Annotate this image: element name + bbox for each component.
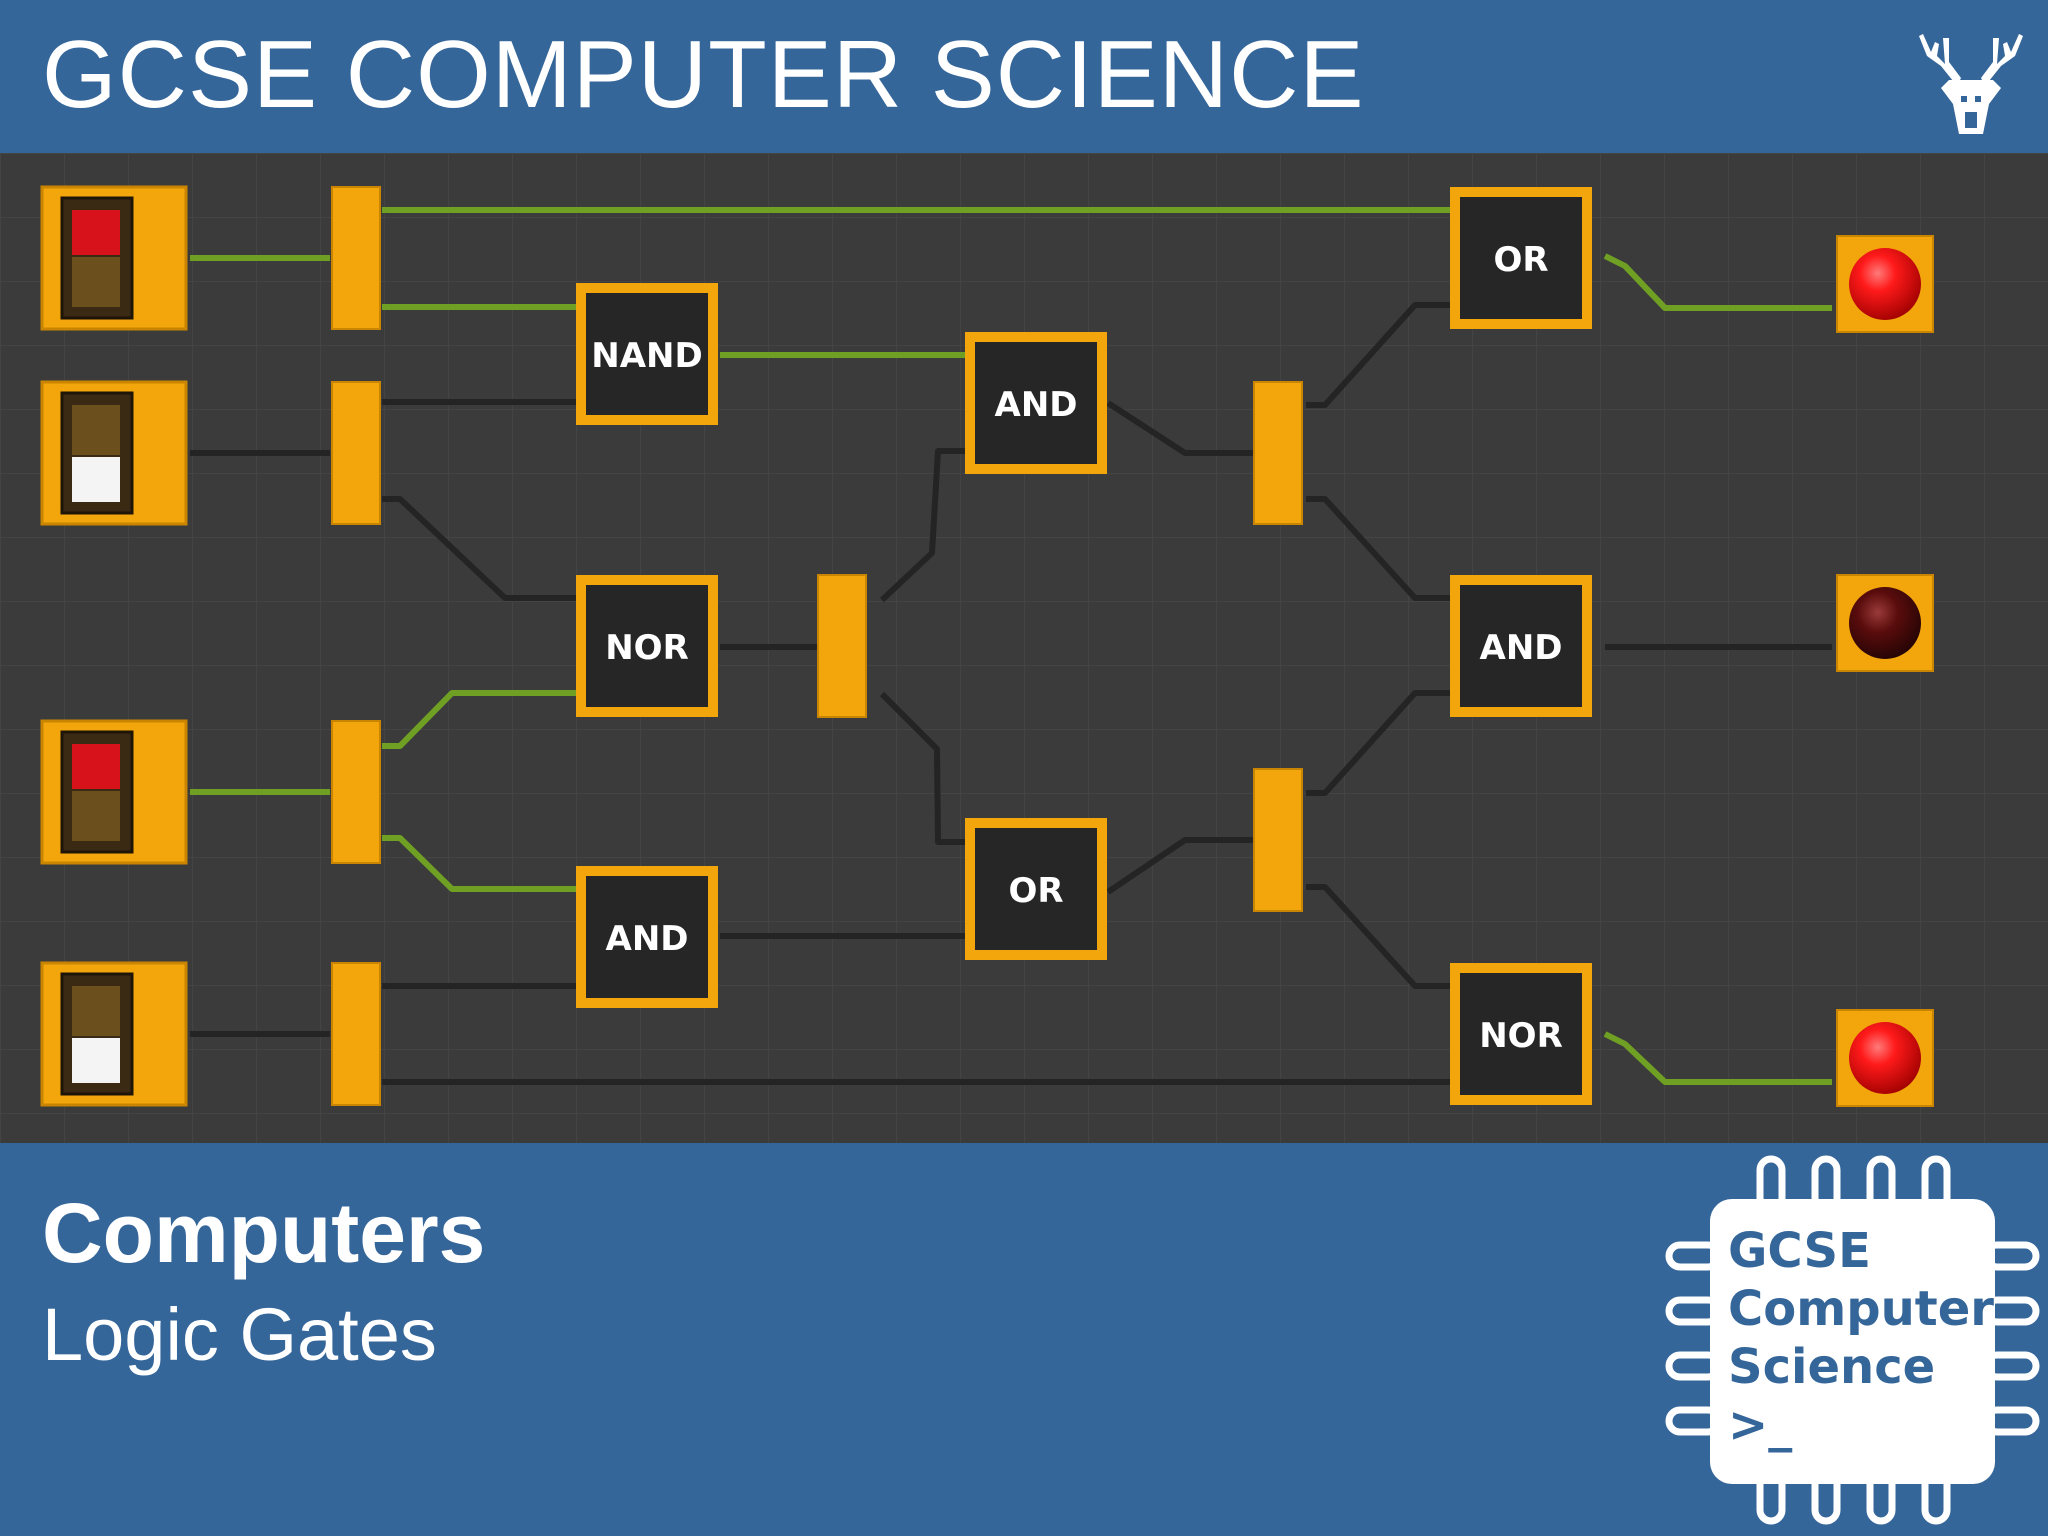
switch-off-indicator: [72, 457, 120, 502]
wire-splitter-and-right-low: [1306, 690, 1450, 796]
gate-nor-right[interactable]: NOR: [1450, 963, 1592, 1105]
wires: [190, 207, 1832, 1085]
wire-splitter-and-right: [1306, 496, 1450, 601]
wire-splitter-nor-right: [1306, 884, 1450, 989]
chip-logo: GCSE Computer Science >_: [1665, 1155, 2040, 1525]
gate-or-top[interactable]: OR: [1450, 187, 1592, 329]
splitter-2: [331, 381, 381, 525]
gate-and-low[interactable]: AND: [576, 866, 718, 1008]
switch-off-indicator: [72, 1038, 120, 1083]
splitter-3: [331, 720, 381, 864]
switch-on-indicator: [72, 744, 120, 789]
input-switch-2[interactable]: [40, 380, 188, 526]
topic-subtitle: Logic Gates: [42, 1293, 437, 1376]
footer-bar: Computers Logic Gates: [0, 1143, 2048, 1536]
logic-circuit-diagram: OR NAND AND NOR AND AND: [0, 153, 2048, 1143]
chip-line-1: GCSE: [1728, 1223, 1871, 1279]
gate-label: NAND: [591, 336, 702, 376]
input-switch-1[interactable]: [40, 185, 188, 331]
topic-title: Computers: [42, 1186, 486, 1280]
gate-label: OR: [1493, 240, 1548, 280]
splitter-7: [1253, 768, 1303, 912]
gate-label: NOR: [1479, 1016, 1563, 1056]
switch-on-indicator: [72, 210, 120, 255]
gate-label: AND: [606, 919, 689, 959]
wire-splitter-and-mid: [879, 448, 965, 603]
output-lamp-3: [1836, 1009, 1934, 1107]
gate-label: AND: [1480, 628, 1563, 668]
gate-nor-mid[interactable]: NOR: [576, 575, 718, 717]
chip-line-3: Science: [1728, 1339, 1935, 1395]
splitters: [331, 186, 1303, 1106]
wire-splitter-or-low: [879, 691, 965, 845]
wire-or-low-splitter: [1106, 837, 1254, 895]
splitter-1: [331, 186, 381, 330]
chip-line-2: Computer: [1728, 1281, 1994, 1337]
wire-splitter3-nor-mid: [382, 690, 576, 749]
splitter-6: [1253, 381, 1303, 525]
gate-and-right[interactable]: AND: [1450, 575, 1592, 717]
wire-or-top-lamp1: [1603, 253, 1832, 311]
output-lamp-1: [1836, 235, 1934, 333]
header-bar: GCSE COMPUTER SCIENCE: [0, 0, 2048, 153]
wire-and-mid-splitter: [1106, 400, 1254, 456]
wire-splitter-or-top: [1306, 302, 1450, 408]
wire-splitter2-nor-mid: [382, 496, 576, 601]
input-switch-3[interactable]: [40, 719, 188, 865]
gate-label: NOR: [605, 628, 689, 668]
splitter-5: [817, 574, 867, 718]
gate-label: AND: [995, 385, 1078, 425]
stag-head-icon: [1919, 34, 2023, 134]
page-title: GCSE COMPUTER SCIENCE: [42, 21, 1365, 128]
gate-label: OR: [1008, 871, 1063, 911]
wire-nor-right-lamp3: [1603, 1031, 1832, 1085]
gate-or-low[interactable]: OR: [965, 818, 1107, 960]
chip-line-4: >_: [1728, 1397, 1792, 1453]
input-switch-4[interactable]: [40, 961, 188, 1107]
output-lamp-2: [1836, 574, 1934, 672]
splitter-4: [331, 962, 381, 1106]
gate-and-mid[interactable]: AND: [965, 332, 1107, 474]
gate-nand[interactable]: NAND: [576, 283, 718, 425]
wire-splitter3-and-low: [382, 835, 576, 892]
